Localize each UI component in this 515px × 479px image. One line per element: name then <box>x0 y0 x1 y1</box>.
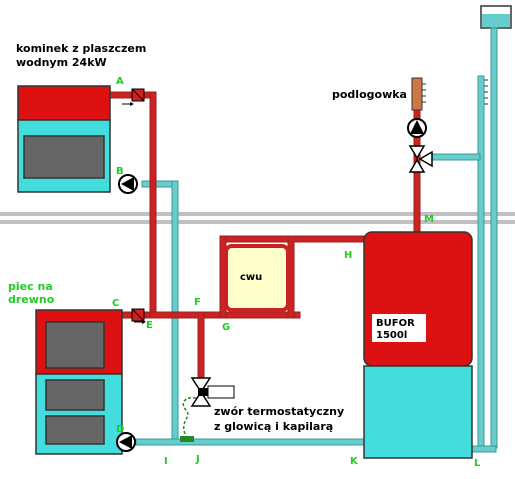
piec-stove <box>35 309 123 455</box>
check-valve-icon <box>122 88 145 106</box>
point-d: D <box>116 424 124 435</box>
pump-icon <box>118 174 138 194</box>
point-b: B <box>116 166 124 177</box>
pump-icon <box>407 118 427 138</box>
kominek-fireplace <box>17 85 111 193</box>
wall-band <box>0 212 515 224</box>
zawor-label-line2: z glowicą i kapilarą <box>214 420 333 433</box>
point-a: A <box>116 76 124 87</box>
point-g: G <box>222 322 230 333</box>
point-m: M <box>424 214 434 225</box>
podlogowka-gauge <box>411 77 426 111</box>
piec-label-line1: piec na <box>8 280 53 293</box>
bufor-tank <box>363 231 473 459</box>
point-c: C <box>112 298 119 309</box>
mixing-valve-icon <box>408 145 433 173</box>
kominek-label-line1: kominek z plaszczem <box>16 42 146 55</box>
bufor-label-line2: 1500l <box>376 330 407 341</box>
thermostatic-valve-icon <box>180 377 235 442</box>
point-e: E <box>146 320 153 331</box>
check-valve-icon <box>131 308 146 324</box>
podlogowka-label: podlogowka <box>332 88 407 101</box>
point-f: F <box>194 297 201 308</box>
piec-label-line2: drewno <box>8 293 55 306</box>
bufor-label-line1: BUFOR <box>376 318 415 329</box>
expansion-tank <box>480 5 512 29</box>
kominek-label-line2: wodnym 24kW <box>16 56 107 69</box>
zawor-label-line1: zwór termostatyczny <box>214 405 344 418</box>
point-k: K <box>350 456 359 467</box>
riser-gauge <box>484 79 488 105</box>
cwu-label: cwu <box>240 272 262 283</box>
point-j: J <box>195 454 200 465</box>
point-h: H <box>344 250 352 261</box>
point-l: L <box>474 458 481 469</box>
cwu-tank <box>224 244 290 312</box>
point-i: I <box>164 456 168 467</box>
pump-icon <box>116 432 136 452</box>
